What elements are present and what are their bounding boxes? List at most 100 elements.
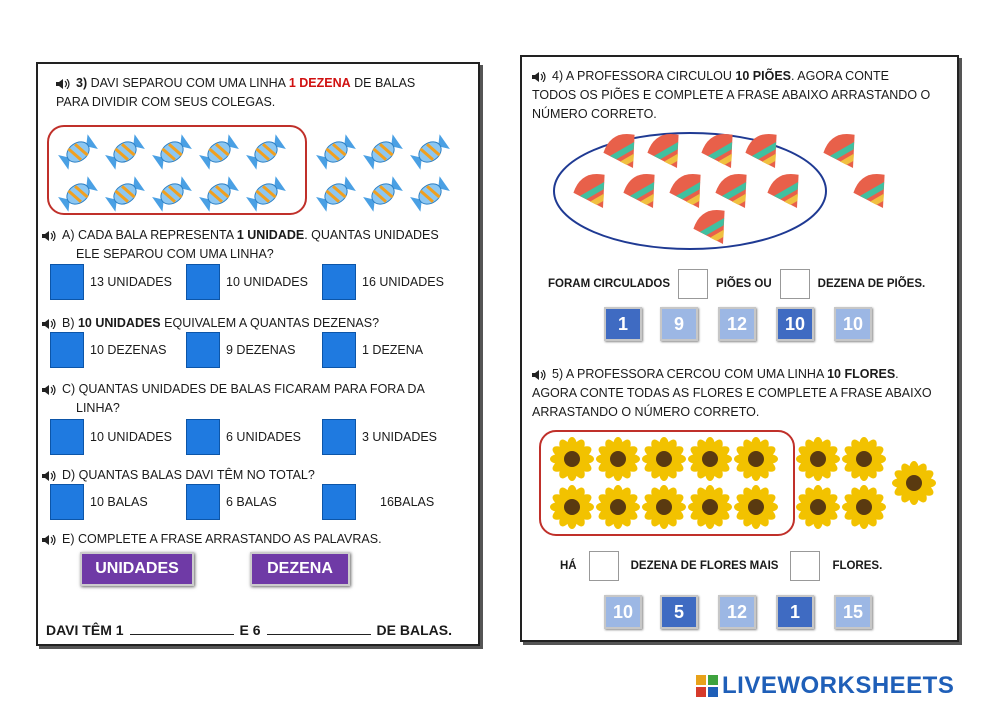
option-a-2[interactable]: 10 UNIDADES xyxy=(186,264,308,300)
sunflower-icon xyxy=(796,485,840,529)
candy-icon xyxy=(199,134,239,170)
spinning-top-icon xyxy=(745,134,777,169)
sunflower-icon xyxy=(734,485,778,529)
answer-box[interactable] xyxy=(50,484,84,520)
speaker-icon[interactable] xyxy=(42,230,56,241)
flowers-image xyxy=(539,430,936,536)
worksheet-left: 3) DAVI SEPAROU COM UMA LINHA 1 DEZENA D… xyxy=(36,62,480,646)
sunflower-icon xyxy=(842,437,886,481)
speaker-icon[interactable] xyxy=(42,318,56,329)
candy-image xyxy=(47,125,450,215)
number-tile[interactable]: 1 xyxy=(776,595,814,629)
spinning-top-icon xyxy=(573,174,605,209)
speaker-icon[interactable] xyxy=(42,534,56,545)
answer-box[interactable] xyxy=(50,264,84,300)
answer-box[interactable] xyxy=(322,419,356,455)
candy-icon xyxy=(363,134,403,170)
option-a-1[interactable]: 13 UNIDADES xyxy=(50,264,172,300)
drop-slot[interactable] xyxy=(588,551,619,581)
question-4: 4) A PROFESSORA CIRCULOU 10 PIÕES. AGORA… xyxy=(532,69,931,121)
answer-box[interactable] xyxy=(186,332,220,368)
spinning-top-icon xyxy=(823,134,855,169)
question-c: C) QUANTAS UNIDADES DE BALAS FICARAM PAR… xyxy=(42,380,472,418)
option-d-2[interactable]: 6 BALAS xyxy=(186,484,277,520)
sunflower-icon xyxy=(596,437,640,481)
number-tile[interactable]: 12 xyxy=(718,307,756,341)
sunflower-icon xyxy=(642,485,686,529)
question-d: D) QUANTAS BALAS DAVI TÊM NO TOTAL? xyxy=(42,466,472,485)
candy-icon xyxy=(105,176,145,212)
sunflower-icon xyxy=(796,437,840,481)
worksheet-right: 4) A PROFESSORA CIRCULOU 10 PIÕES. AGORA… xyxy=(520,55,959,642)
option-c-1[interactable]: 10 UNIDADES xyxy=(50,419,172,455)
option-c-2[interactable]: 6 UNIDADES xyxy=(186,419,301,455)
option-b-2[interactable]: 9 DEZENAS xyxy=(186,332,295,368)
question-a: A) CADA BALA REPRESENTA 1 UNIDADE. QUANT… xyxy=(42,226,472,264)
liveworksheets-logo-icon xyxy=(696,675,718,697)
sunflower-icon xyxy=(688,485,732,529)
sunflower-icon xyxy=(734,437,778,481)
sunflower-icon xyxy=(688,437,732,481)
drop-slot[interactable] xyxy=(129,634,234,635)
candy-icon xyxy=(152,134,192,170)
sentence-5: HÁ DEZENA DE FLORES MAIS FLORES. xyxy=(560,551,882,581)
option-d-3[interactable]: 16BALAS xyxy=(322,484,434,520)
drop-slot[interactable] xyxy=(779,269,810,299)
option-b-1[interactable]: 10 DEZENAS xyxy=(50,332,166,368)
number-tile[interactable]: 5 xyxy=(660,595,698,629)
sentence-4: FORAM CIRCULADOS PIÕES OU DEZENA DE PIÕE… xyxy=(548,269,925,299)
drop-slot[interactable] xyxy=(266,634,371,635)
option-c-3[interactable]: 3 UNIDADES xyxy=(322,419,437,455)
number-tile[interactable]: 9 xyxy=(660,307,698,341)
speaker-icon[interactable] xyxy=(42,470,56,481)
number-tile[interactable]: 10 xyxy=(776,307,814,341)
drop-slot[interactable] xyxy=(790,551,821,581)
spinning-top-icon xyxy=(767,174,799,209)
speaker-icon[interactable] xyxy=(532,71,546,82)
candy-icon xyxy=(410,176,450,212)
number-tile[interactable]: 15 xyxy=(834,595,872,629)
drop-slot[interactable] xyxy=(678,269,709,299)
candy-icon xyxy=(105,134,145,170)
answer-box[interactable] xyxy=(186,264,220,300)
number-tile[interactable]: 12 xyxy=(718,595,756,629)
answer-box[interactable] xyxy=(322,484,356,520)
spinning-top-icon xyxy=(701,134,733,169)
sunflower-icon xyxy=(550,437,594,481)
sunflower-icon xyxy=(892,461,936,505)
candy-icon xyxy=(363,176,403,212)
candy-icon xyxy=(410,134,450,170)
candy-icon xyxy=(316,134,356,170)
answer-box[interactable] xyxy=(322,264,356,300)
spinning-top-icon xyxy=(853,174,885,209)
word-unidades[interactable]: UNIDADES xyxy=(80,552,194,586)
answer-box[interactable] xyxy=(50,419,84,455)
number-tile[interactable]: 10 xyxy=(604,595,642,629)
sunflower-icon xyxy=(596,485,640,529)
candy-icon xyxy=(58,176,98,212)
question-e: E) COMPLETE A FRASE ARRASTANDO AS PALAVR… xyxy=(42,530,472,549)
answer-box[interactable] xyxy=(50,332,84,368)
number-tile[interactable]: 10 xyxy=(834,307,872,341)
option-a-3[interactable]: 16 UNIDADES xyxy=(322,264,444,300)
answer-box[interactable] xyxy=(186,419,220,455)
answer-box[interactable] xyxy=(322,332,356,368)
tops-image xyxy=(553,132,885,250)
sunflower-icon xyxy=(550,485,594,529)
brand-logo[interactable]: LIVEWORKSHEETS xyxy=(696,672,954,700)
question-b: B) 10 UNIDADES EQUIVALEM A QUANTAS DEZEN… xyxy=(42,314,472,333)
option-d-1[interactable]: 10 BALAS xyxy=(50,484,148,520)
option-b-3[interactable]: 1 DEZENA xyxy=(322,332,423,368)
sunflower-icon xyxy=(642,437,686,481)
candy-icon xyxy=(246,176,286,212)
candy-icon xyxy=(199,176,239,212)
question-5: 5) A PROFESSORA CERCOU COM UMA LINHA 10 … xyxy=(532,367,932,419)
speaker-icon[interactable] xyxy=(56,78,70,89)
speaker-icon[interactable] xyxy=(532,369,546,380)
answer-box[interactable] xyxy=(186,484,220,520)
number-tile[interactable]: 1 xyxy=(604,307,642,341)
speaker-icon[interactable] xyxy=(42,384,56,395)
candy-icon xyxy=(152,176,192,212)
word-dezena[interactable]: DEZENA xyxy=(250,552,350,586)
